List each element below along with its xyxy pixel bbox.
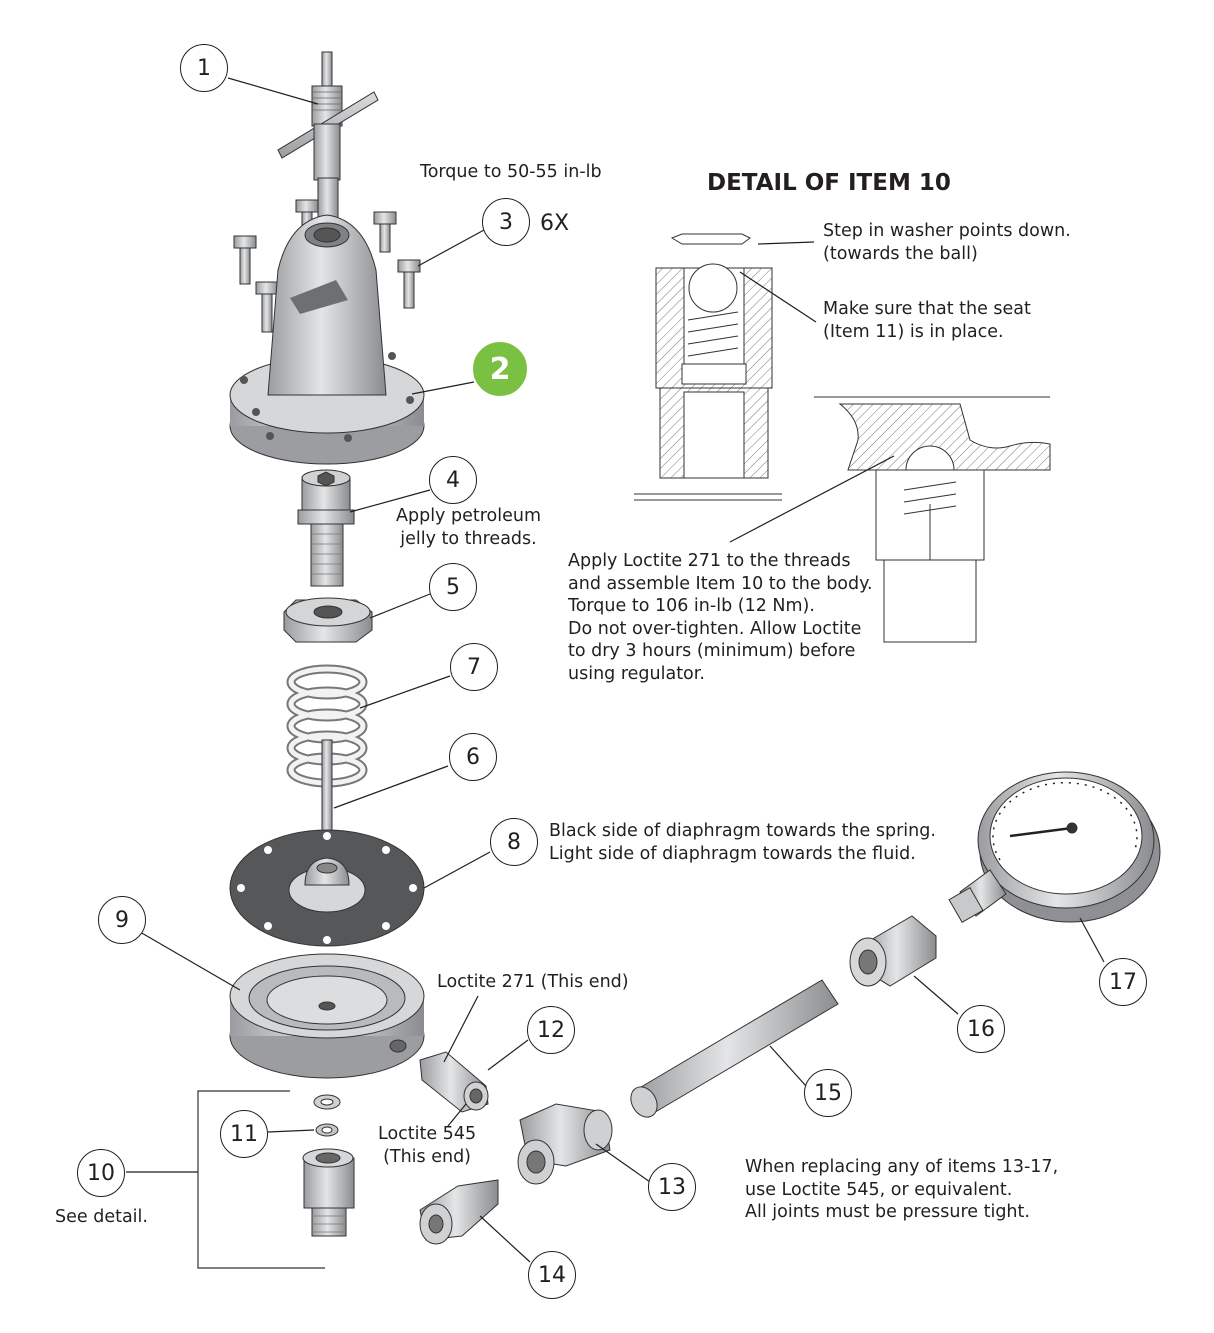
callout-11: 11 [220, 1110, 268, 1158]
callout-1: 1 [180, 44, 228, 92]
callout-4: 4 [429, 456, 477, 504]
part-2-bonnet [229, 214, 425, 465]
callout-10: 10 [77, 1149, 125, 1197]
loctite-note-line-5: to dry 3 hours (minimum) before [568, 641, 856, 661]
part-8-diaphragm [229, 829, 425, 947]
loctite-note-line-3: Torque to 106 in-lb (12 Nm). [568, 596, 815, 616]
replacing-note-line-1: When replacing any of items 13-17, [745, 1157, 1059, 1177]
detail-title: DETAIL OF ITEM 10 [707, 170, 951, 196]
item4-note-line-1: Apply petroleum [396, 506, 541, 526]
part-13-tee-fitting [517, 1103, 613, 1185]
diaphragm-note-line-1: Black side of diaphragm towards the spri… [549, 821, 936, 841]
part-11-seat [313, 1094, 341, 1137]
see-detail-note: See detail. [55, 1207, 148, 1227]
callout-3: 3 [482, 198, 530, 246]
part-12-fitting [419, 1051, 489, 1113]
callout-17: 17 [1099, 958, 1147, 1006]
leader-lines [126, 77, 1105, 1263]
detail-section-drawing [634, 233, 1051, 643]
part-9-body [229, 953, 425, 1079]
callout-13: 13 [648, 1163, 696, 1211]
callout-9: 9 [98, 896, 146, 944]
part-1-adjusting-screw [277, 51, 379, 224]
loctite-note-line-6: using regulator. [568, 663, 705, 684]
bolt-quantity: 6X [540, 211, 570, 236]
part-10-valve-cartridge [302, 1148, 355, 1237]
callout-16: 16 [957, 1005, 1005, 1053]
washer-note-line-1: Step in washer points down. [823, 221, 1071, 241]
callout-6: 6 [449, 733, 497, 781]
part-16-coupling [849, 915, 937, 987]
callout-14: 14 [528, 1251, 576, 1299]
replacing-note-line-3: All joints must be pressure tight. [745, 1202, 1030, 1222]
part-5-nut [283, 597, 373, 643]
part-15-tube [630, 979, 839, 1118]
loctite545-note: Loctite 545 (This end) [378, 1123, 476, 1168]
loctite-note-line-2: and assemble Item 10 to the body. [568, 573, 873, 594]
callout-2-highlighted: 2 [473, 342, 527, 396]
replacing-note-line-2: use Loctite 545, or equivalent. [745, 1179, 1013, 1200]
callout-12: 12 [527, 1006, 575, 1054]
loctite271-note: Loctite 271 (This end) [437, 972, 629, 992]
bracket-item-10 [197, 1090, 325, 1269]
diaphragm-note: Black side of diaphragm towards the spri… [549, 820, 936, 865]
seat-note-line-2: (Item 11) is in place. [823, 321, 1004, 342]
loctite545-note-line-2: (This end) [383, 1146, 472, 1167]
loctite-assembly-note: Apply Loctite 271 to the threads and ass… [568, 550, 873, 685]
callout-7: 7 [450, 643, 498, 691]
loctite545-note-line-1: Loctite 545 [378, 1124, 477, 1144]
callout-15: 15 [804, 1069, 852, 1117]
diaphragm-note-line-2: Light side of diaphragm towards the flui… [549, 843, 916, 864]
callout-8: 8 [490, 818, 538, 866]
torque-note: Torque to 50-55 in-lb [420, 162, 602, 182]
seat-note-line-1: Make sure that the seat [823, 299, 1031, 319]
seat-note: Make sure that the seat (Item 11) is in … [823, 298, 1031, 343]
item4-note: Apply petroleum jelly to threads. [396, 505, 541, 550]
part-14-nipple [419, 1179, 499, 1245]
item4-note-line-2: jelly to threads. [400, 528, 537, 549]
loctite-note-line-1: Apply Loctite 271 to the threads [568, 551, 851, 571]
part-4-cap-screw [297, 469, 355, 587]
callout-5: 5 [429, 563, 477, 611]
washer-note: Step in washer points down. (towards the… [823, 220, 1071, 265]
washer-note-line-2: (towards the ball) [823, 243, 978, 264]
part-17-pressure-gauge [948, 771, 1161, 923]
replacing-note: When replacing any of items 13-17, use L… [745, 1156, 1058, 1224]
loctite-note-line-4: Do not over-tighten. Allow Loctite [568, 618, 862, 639]
